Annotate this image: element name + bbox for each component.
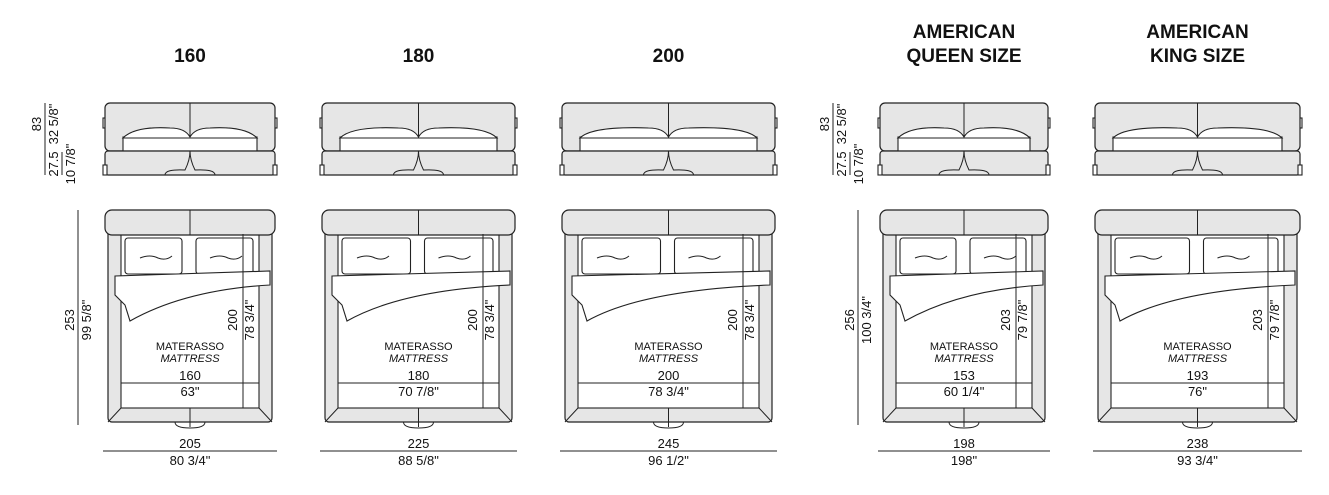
overall-width-cm: 225 — [408, 436, 430, 451]
mattress-width-cm: 160 — [179, 368, 201, 383]
mattress-length-in: 78 3/4" — [482, 299, 497, 340]
front-elevation — [102, 102, 278, 176]
overall-width-cm: 245 — [658, 436, 680, 451]
overall-length-cm: 256 — [842, 309, 857, 331]
bed-title: QUEEN SIZE — [906, 46, 1021, 67]
height-cm: 83 — [817, 117, 832, 131]
mattress-label: MATERASSO — [1163, 341, 1232, 353]
height-cm: 83 — [29, 117, 44, 131]
overall-length-in: 99 5/8" — [79, 299, 94, 340]
overall-width-in: 198" — [951, 453, 978, 468]
front-elevation — [319, 102, 518, 176]
overall-width-in: 80 3/4" — [170, 453, 211, 468]
mattress-width-in: 60 1/4" — [944, 384, 985, 399]
mattress-length-cm: 203 — [998, 309, 1013, 331]
mattress-length-in: 78 3/4" — [242, 299, 257, 340]
mattress-label-en: MATTRESS — [639, 353, 699, 365]
overall-width-cm: 198 — [953, 436, 975, 451]
mattress-width-in: 76" — [1188, 384, 1207, 399]
mattress-label: MATERASSO — [634, 341, 703, 353]
base-height-cm: 27.5 — [834, 151, 849, 176]
bed-title: AMERICAN — [1146, 22, 1248, 43]
front-elevation — [559, 102, 778, 176]
mattress-label: MATERASSO — [156, 341, 225, 353]
bed-title: AMERICAN — [913, 22, 1015, 43]
bed-title: 180 — [403, 46, 435, 67]
height-in: 32 5/8" — [46, 103, 61, 144]
mattress-length-in: 79 7/8" — [1015, 299, 1030, 340]
mattress-label: MATERASSO — [384, 341, 453, 353]
bed-title: 160 — [174, 46, 206, 67]
mattress-label-en: MATTRESS — [934, 353, 994, 365]
overall-width-in: 88 5/8" — [398, 453, 439, 468]
mattress-length-cm: 200 — [225, 309, 240, 331]
bed-title: KING SIZE — [1150, 46, 1245, 67]
mattress-width-cm: 180 — [408, 368, 430, 383]
mattress-width-cm: 153 — [953, 368, 975, 383]
mattress-label: MATERASSO — [930, 341, 999, 353]
mattress-label-en: MATTRESS — [389, 353, 449, 365]
mattress-width-cm: 193 — [1187, 368, 1209, 383]
overall-length-in: 100 3/4" — [859, 296, 874, 344]
mattress-width-in: 63" — [180, 384, 199, 399]
front-elevation — [877, 102, 1051, 176]
mattress-length-cm: 203 — [1250, 309, 1265, 331]
mattress-length-cm: 200 — [725, 309, 740, 331]
overall-width-cm: 238 — [1187, 436, 1209, 451]
base-height-in: 10 7/8" — [63, 143, 78, 184]
mattress-label-en: MATTRESS — [160, 353, 220, 365]
overall-length-cm: 253 — [62, 309, 77, 331]
mattress-width-in: 78 3/4" — [648, 384, 689, 399]
front-elevation — [1092, 102, 1303, 176]
overall-width-cm: 205 — [179, 436, 201, 451]
mattress-width-in: 70 7/8" — [398, 384, 439, 399]
base-height-in: 10 7/8" — [851, 143, 866, 184]
mattress-length-in: 78 3/4" — [742, 299, 757, 340]
height-in: 32 5/8" — [834, 103, 849, 144]
overall-width-in: 93 3/4" — [1177, 453, 1218, 468]
base-height-cm: 27.5 — [46, 151, 61, 176]
mattress-length-in: 79 7/8" — [1267, 299, 1282, 340]
bed-title: 200 — [653, 46, 685, 67]
overall-width-in: 96 1/2" — [648, 453, 689, 468]
mattress-width-cm: 200 — [658, 368, 680, 383]
mattress-length-cm: 200 — [465, 309, 480, 331]
mattress-label-en: MATTRESS — [1168, 353, 1228, 365]
